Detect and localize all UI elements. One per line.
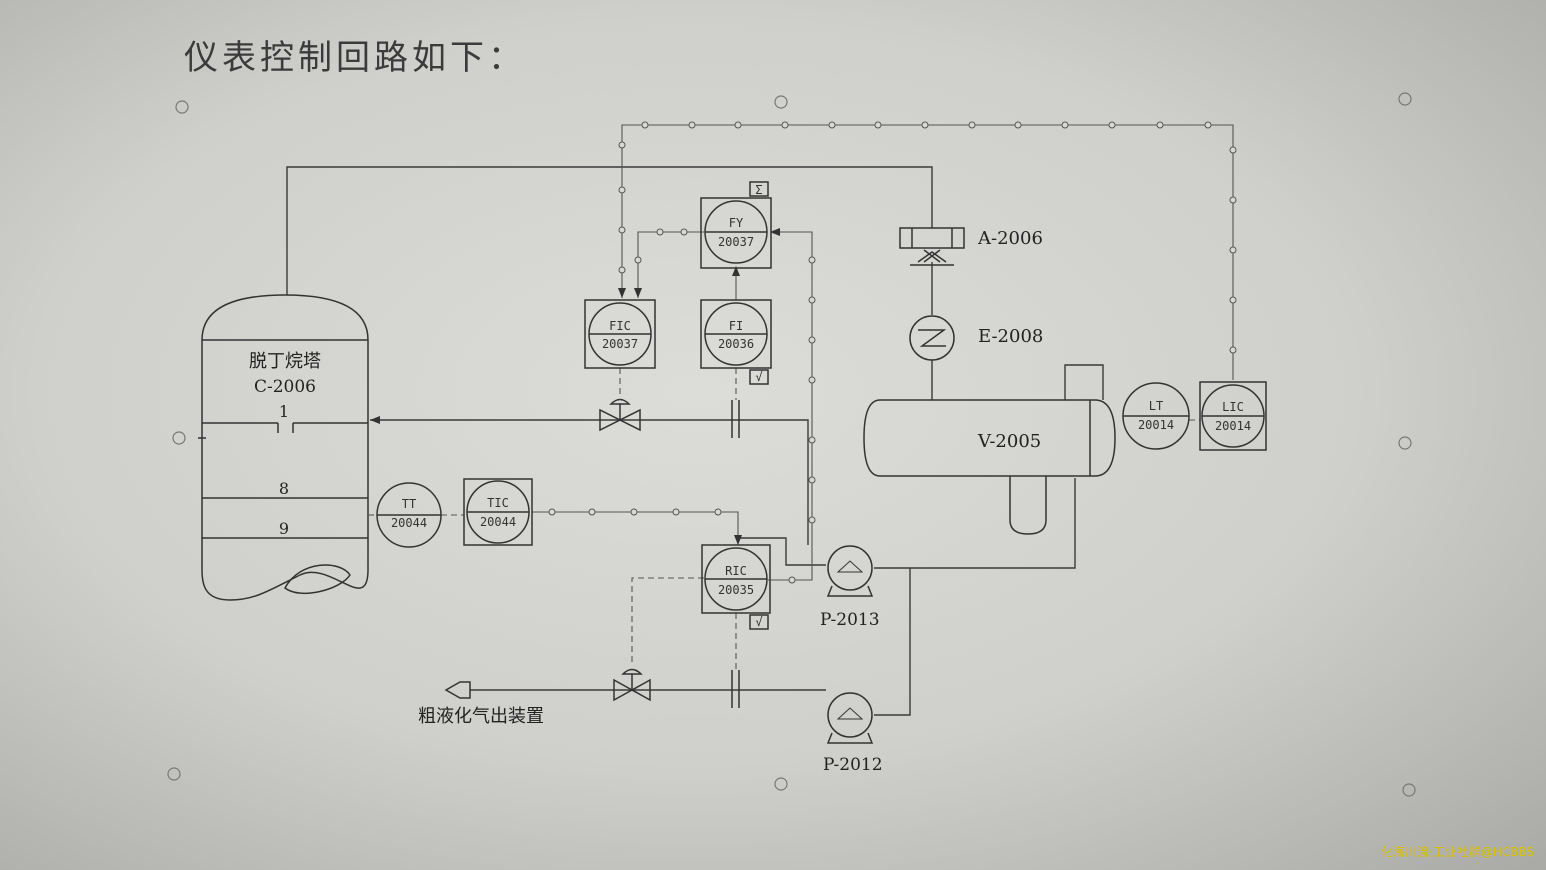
fi-function: FI [729,319,743,333]
air-cooler-a2006 [899,227,965,266]
ric-function: RIC [725,564,747,578]
instrument-lt-20014[interactable] [1122,382,1190,450]
instrument-tic-20044[interactable] [463,478,533,546]
lic-function: LIC [1222,400,1244,414]
column-c2006 [198,294,369,601]
instrument-fy-20037[interactable] [700,181,772,269]
pump-lower-label: P-2012 [823,755,883,775]
tic-number: 20044 [480,515,516,529]
lt-function: LT [1149,399,1163,413]
control-valve-reflux [599,398,641,432]
instrument-lic-20014[interactable] [1199,381,1267,451]
fic-function: FIC [609,319,631,333]
exchanger-e2008 [909,315,955,361]
orifice-outlet [731,670,740,708]
instrument-tt-20044[interactable] [376,482,442,548]
tic-function: TIC [487,496,509,510]
page-title: 仪表控制回路如下： [184,38,526,78]
drum-label: V-2005 [977,431,1041,452]
signal-markers [548,121,1237,584]
orifice-reflux [731,400,740,438]
lt-number: 20014 [1138,418,1174,432]
air-cooler-label: A-2006 [977,228,1043,249]
tt-function: TT [402,497,416,511]
lic-number: 20014 [1215,419,1251,433]
outlet-label: 粗液化气出装置 [418,706,544,727]
instrument-fi-20036[interactable] [700,299,772,385]
tt-number: 20044 [391,516,427,530]
tray-label-9: 9 [279,519,289,538]
column-name: 脱丁烷塔 [249,351,321,372]
pump-upper-label: P-2013 [820,610,880,630]
fi-number: 20036 [718,337,754,351]
fic-number: 20037 [602,337,638,351]
watermark: 化海川流·工业社群@HCBBS [1380,845,1534,859]
pump-p2013 [826,545,874,597]
ric-sqrt-mark: √ [755,615,762,629]
ric-number: 20035 [718,583,754,597]
drum-v2005 [863,399,1116,535]
tray-label-8: 8 [279,479,289,498]
binder-holes [167,92,1416,797]
exchanger-label: E-2008 [978,326,1043,347]
process-lines [286,166,1104,716]
fy-function: FY [729,216,744,230]
fy-sum-mark: Σ [755,183,762,197]
pump-p2012 [826,692,874,744]
fi-sqrt-mark: √ [755,370,762,384]
instrument-fic-20037[interactable] [584,299,656,369]
tray-label-1: 1 [279,402,289,421]
column-tag: C-2006 [254,377,316,397]
instrument-ric-20035[interactable] [701,544,771,630]
control-valve-outlet [613,668,651,702]
fy-number: 20037 [718,235,754,249]
